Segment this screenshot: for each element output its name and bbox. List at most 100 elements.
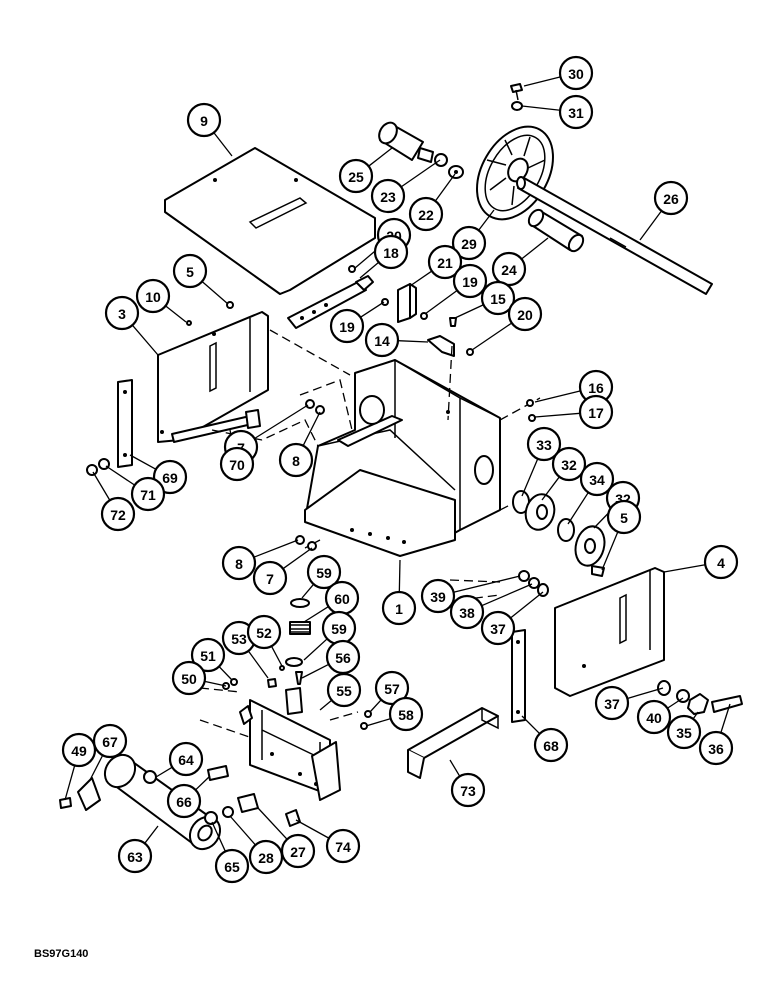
callout-leader-37	[627, 687, 664, 700]
callout-70: 70	[219, 446, 255, 482]
callout-60: 60	[324, 580, 360, 616]
callout-leader-32	[541, 476, 560, 501]
callout-17: 17	[578, 394, 614, 430]
callout-circle	[117, 838, 153, 874]
callout-leader-74	[295, 819, 330, 839]
callout-label: 10	[145, 289, 161, 305]
callout-label: 33	[536, 437, 552, 453]
callout-19: 19	[452, 263, 488, 299]
callout-label: 40	[646, 710, 662, 726]
callout-leader-59	[301, 583, 315, 599]
callout-68: 68	[533, 727, 569, 763]
callout-label: 55	[336, 683, 352, 699]
callout-circle	[653, 180, 689, 216]
callout-leader-72	[92, 471, 111, 501]
callout-circle	[578, 394, 614, 430]
callout-circle	[703, 544, 739, 580]
hardware-right	[657, 680, 743, 715]
callout-18: 18	[373, 234, 409, 270]
callout-circle	[480, 280, 516, 316]
lower-frame-bracket	[239, 687, 341, 801]
callout-leader-49	[64, 765, 76, 801]
callout-label: 63	[127, 849, 143, 865]
callout-circle	[388, 696, 424, 732]
callout-leader-63	[144, 825, 159, 844]
callout-label: 74	[335, 839, 351, 855]
callout-circle	[326, 672, 362, 708]
callout-25: 25	[338, 158, 374, 194]
callout-31: 31	[558, 94, 594, 130]
callout-66: 66	[166, 783, 202, 819]
small-pins	[222, 665, 285, 690]
callout-leader-57	[369, 699, 382, 713]
callout-leader-19	[360, 301, 385, 318]
callout-circle	[526, 426, 562, 462]
callout-circle	[190, 637, 226, 673]
callout-leader-50	[204, 680, 227, 687]
right-side-panel	[554, 567, 665, 697]
callout-leader-59	[303, 638, 328, 661]
callout-label: 72	[110, 507, 126, 523]
callout-leader-7	[254, 404, 309, 440]
callout-10: 10	[135, 278, 171, 314]
roller-shaft	[378, 121, 448, 167]
callout-label: 30	[568, 66, 584, 82]
callout-leader-25	[368, 147, 393, 167]
callout-label: 8	[292, 453, 300, 469]
callout-leader-71	[105, 465, 136, 486]
callout-circle	[219, 446, 255, 482]
callout-49: 49	[61, 732, 97, 768]
callout-40: 40	[636, 699, 672, 735]
callout-leader-36	[720, 703, 731, 733]
callout-4: 4	[703, 544, 739, 580]
nuts-7-8-lower	[295, 535, 317, 551]
callout-label: 37	[604, 696, 620, 712]
callout-leader-67	[89, 754, 104, 781]
callout-leader-18	[359, 261, 380, 279]
callout-leader-28	[229, 815, 256, 846]
callout-15: 15	[480, 280, 516, 316]
callout-leader-39	[453, 575, 521, 593]
callout-leader-30	[523, 76, 561, 87]
callout-leader-8	[253, 539, 299, 558]
callout-24: 24	[491, 251, 527, 287]
callout-label: 21	[437, 255, 453, 271]
callout-32: 32	[551, 446, 587, 482]
callout-leader-55	[319, 699, 333, 711]
callout-circle	[558, 94, 594, 130]
callout-label: 1	[395, 601, 403, 617]
callout-label: 56	[335, 650, 351, 666]
callout-leader-21	[409, 270, 433, 287]
clamp-67	[59, 777, 101, 811]
callout-circle	[420, 578, 456, 614]
callout-label: 57	[384, 681, 400, 697]
large-roller	[103, 753, 222, 851]
callout-circle	[698, 730, 734, 766]
callout-56: 56	[325, 639, 361, 675]
callout-leader-lines	[64, 76, 731, 852]
callout-circle	[252, 560, 288, 596]
callout-35: 35	[666, 714, 702, 750]
callout-circle	[551, 446, 587, 482]
callout-label: 65	[224, 859, 240, 875]
callout-leader-24	[521, 237, 549, 260]
callout-leader-31	[521, 105, 561, 111]
left-side-panel	[157, 311, 269, 443]
callout-circle	[480, 610, 516, 646]
callout-72: 72	[100, 496, 136, 532]
callout-28: 28	[248, 839, 284, 875]
bearing-stack	[512, 399, 606, 577]
callout-label: 66	[176, 794, 192, 810]
hardware-39-38-37	[518, 570, 549, 597]
callout-leader-1	[398, 559, 401, 593]
callout-leader-22	[434, 173, 456, 202]
callout-leader-51	[218, 666, 233, 681]
callout-circle	[214, 848, 250, 884]
callout-leader-10	[165, 305, 187, 323]
callout-label: 16	[588, 380, 604, 396]
callout-58: 58	[388, 696, 424, 732]
callout-leader-20	[471, 322, 513, 351]
callout-26: 26	[653, 180, 689, 216]
callout-16: 16	[578, 369, 614, 405]
callout-circle	[636, 699, 672, 735]
